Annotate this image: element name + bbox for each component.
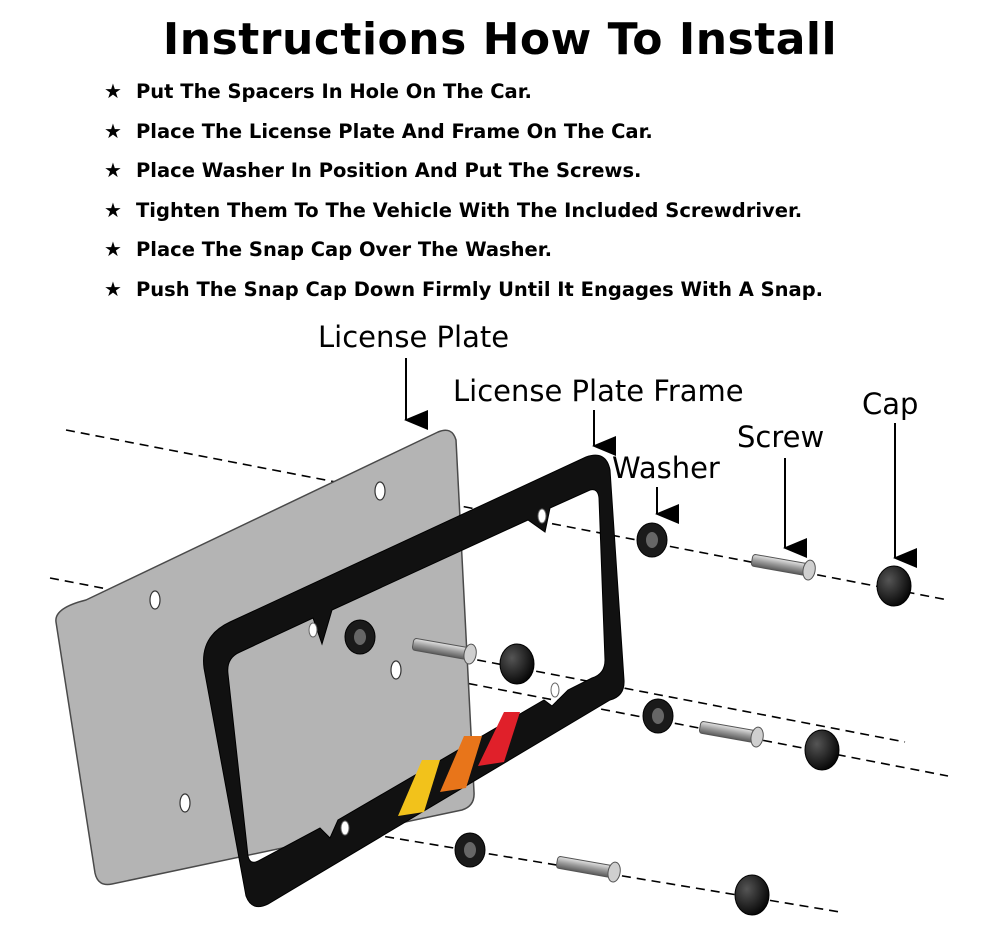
star-icon: ★: [104, 79, 122, 103]
screw: [555, 856, 621, 883]
label-license-plate-frame: License Plate Frame: [453, 374, 744, 408]
star-icon: ★: [104, 118, 122, 143]
washer: [454, 832, 486, 868]
star-icon: ★: [104, 276, 122, 301]
step-item: ★ Place The Snap Cap Over The Washer.: [104, 234, 823, 274]
screw: [411, 638, 477, 665]
stripe-orange: [440, 736, 482, 792]
step-text: Push The Snap Cap Down Firmly Until It E…: [136, 277, 824, 301]
cap: [499, 643, 535, 685]
cap: [876, 565, 912, 607]
license-plate: [55, 429, 475, 886]
frame-hole: [340, 820, 350, 836]
screws: [411, 554, 816, 883]
washer: [642, 698, 674, 734]
alignment-line: [49, 577, 906, 743]
label-cap: Cap: [862, 387, 918, 421]
step-item: ★ Push The Snap Cap Down Firmly Until It …: [104, 274, 823, 314]
screw: [698, 721, 764, 748]
washer: [344, 619, 376, 655]
page-title: Instructions How To Install: [162, 14, 838, 65]
frame-hole: [550, 682, 560, 698]
washers: [344, 522, 674, 868]
step-text: Place The Snap Cap Over The Washer.: [136, 238, 553, 261]
stripe-yellow: [398, 760, 440, 816]
step-item: ★ Place Washer In Position And Put The Sc…: [104, 155, 823, 195]
label-washer: Washer: [612, 451, 720, 485]
star-icon: ★: [104, 158, 122, 182]
stripe-red: [478, 712, 520, 766]
step-item: ★ Place The License Plate And Frame On Th…: [104, 116, 823, 156]
cap: [804, 729, 840, 771]
label-screw: Screw: [737, 420, 824, 454]
frame-hole: [537, 508, 547, 524]
star-icon: ★: [104, 237, 122, 261]
cap: [734, 874, 770, 916]
frame-hole: [308, 622, 318, 638]
step-text: Tighten Them To The Vehicle With The Inc…: [136, 198, 803, 222]
plate-hole: [179, 793, 191, 813]
step-item: ★ Put The Spacers In Hole On The Car.: [104, 76, 823, 116]
plate-hole: [149, 590, 161, 610]
caps: [499, 565, 912, 916]
label-license-plate: License Plate: [318, 320, 509, 354]
license-plate-frame: [203, 454, 625, 908]
instruction-steps: ★ Put The Spacers In Hole On The Car. ★ Pl…: [104, 76, 823, 313]
plate-hole: [390, 660, 402, 680]
step-text: Put The Spacers In Hole On The Car.: [136, 80, 532, 103]
screw: [750, 554, 816, 581]
step-item: ★ Tighten Them To The Vehicle With The In…: [104, 195, 823, 235]
star-icon: ★: [104, 197, 122, 222]
pointer-arrows: [404, 358, 917, 568]
plate-hole: [374, 481, 386, 501]
step-text: Place Washer In Position And Put The Scr…: [136, 159, 642, 182]
washer: [636, 522, 668, 558]
step-text: Place The License Plate And Frame On The…: [136, 119, 653, 143]
